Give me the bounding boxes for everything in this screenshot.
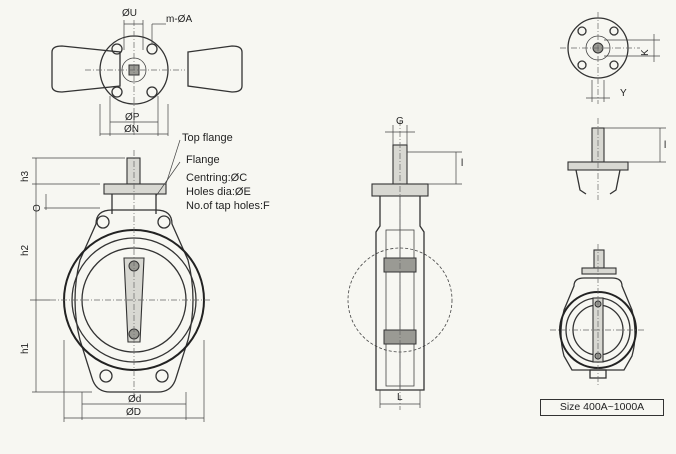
- label-d-big: ØD: [126, 407, 141, 418]
- lug-hole: [157, 215, 171, 229]
- label-g: G: [396, 116, 404, 127]
- label-u: ØU: [122, 8, 137, 19]
- label-tap-holes: No.of tap holes:F: [186, 200, 270, 212]
- valve-body: [74, 209, 194, 393]
- label-p: ØP: [125, 112, 140, 123]
- detail-hole: [577, 26, 587, 36]
- label-ma: m-ØA: [166, 14, 193, 25]
- detail-flange-plan: [560, 12, 660, 104]
- label-holes-dia: Holes dia:ØE: [186, 186, 251, 198]
- lever-right: [187, 45, 243, 93]
- detail-neck: [575, 169, 621, 195]
- side-view: [347, 120, 462, 410]
- lug-hole: [96, 215, 110, 229]
- lever-left: [51, 45, 121, 93]
- leader-flange: [155, 161, 181, 197]
- detail-flange-elevation: [567, 118, 666, 200]
- label-flange: Flange: [186, 154, 220, 166]
- label-top-flange: Top flange: [182, 132, 233, 144]
- label-l-right: l: [664, 140, 667, 151]
- flange-hole: [111, 86, 123, 98]
- flange-hole: [146, 86, 158, 98]
- label-centring: Centring:ØC: [186, 172, 248, 184]
- large-top-flange: [581, 267, 617, 275]
- top-flange: [103, 183, 167, 195]
- front-view: [30, 139, 210, 422]
- label-k: K: [640, 49, 651, 56]
- stem: [126, 157, 141, 185]
- lug-hole: [155, 369, 169, 383]
- flange-hole: [111, 43, 123, 55]
- label-y: Y: [620, 88, 627, 99]
- neck: [111, 194, 157, 214]
- label-d-small: Ød: [128, 394, 142, 405]
- size-range-box: Size 400A~1000A: [540, 399, 664, 416]
- detail-hole: [609, 60, 619, 70]
- detail-large-size: [550, 244, 646, 386]
- label-o: O: [32, 204, 43, 212]
- disc-hub: [123, 257, 145, 343]
- detail-hole: [609, 26, 619, 36]
- detail-hole: [577, 60, 587, 70]
- leader-top-flange: [165, 139, 181, 185]
- label-h2: h2: [20, 244, 31, 256]
- label-h1: h1: [20, 342, 31, 354]
- flange-hole: [146, 43, 158, 55]
- large-stem: [593, 249, 605, 269]
- label-l-upper: l: [461, 158, 464, 169]
- label-h3: h3: [20, 170, 31, 182]
- lug-hole: [99, 369, 113, 383]
- label-n: ØN: [124, 124, 139, 135]
- top-view: [51, 20, 243, 136]
- label-l-lower: L: [397, 392, 403, 403]
